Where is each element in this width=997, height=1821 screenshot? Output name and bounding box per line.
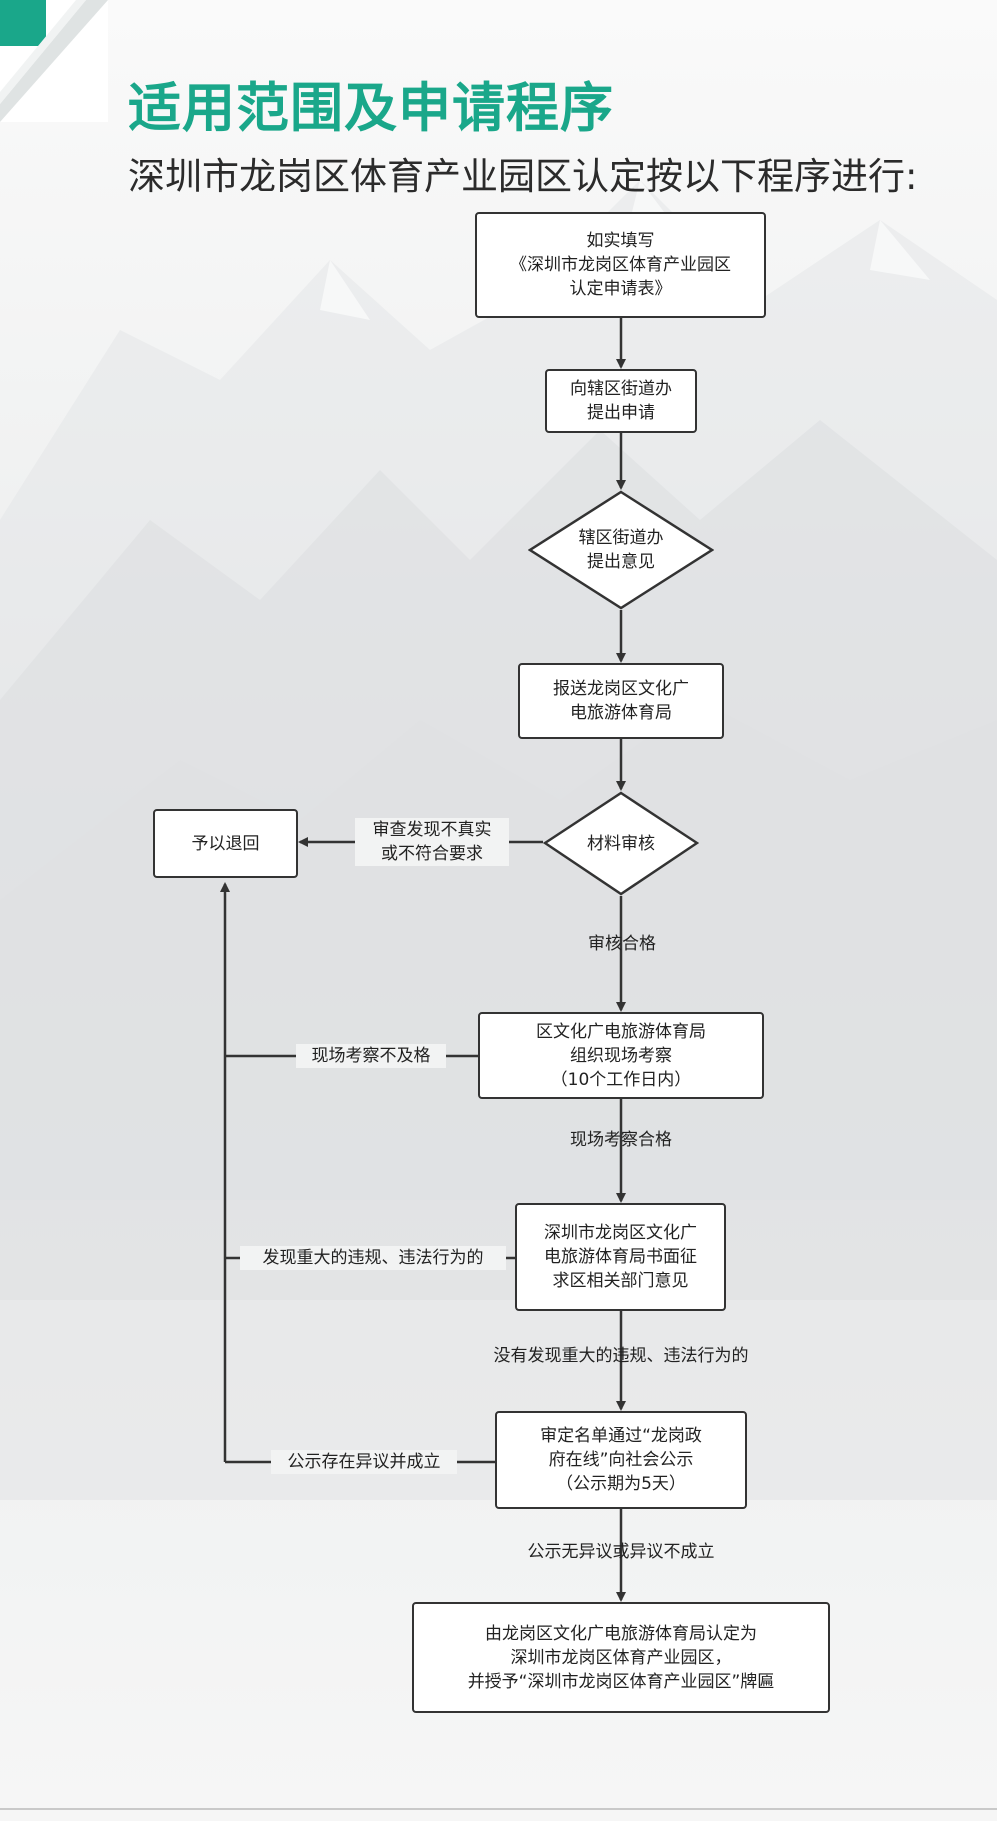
edge-label-no-objection: 公示无异议或异议不成立 — [527, 1542, 715, 1562]
corner-accent-square — [0, 0, 46, 46]
edge-label-violation-found: 发现重大的违规、违法行为的 — [240, 1246, 506, 1270]
flow-step-return: 予以退回 — [153, 809, 298, 878]
edge-label-review-passed: 审核合格 — [588, 934, 656, 954]
flow-decision-street-office — [528, 490, 714, 610]
corner-wedge-decoration — [0, 0, 108, 122]
flow-step-fill-application: 如实填写 《深圳市龙岗区体育产业园区 认定申请表》 — [475, 212, 766, 318]
bottom-divider — [0, 1808, 997, 1810]
flow-decision-street-office-label: 辖区街道办 提出意见 — [578, 528, 664, 572]
edge-label-objection-upheld: 公示存在异议并成立 — [271, 1450, 457, 1474]
flow-decision-material-review — [543, 791, 699, 896]
flow-step-report-to-bureau: 报送龙岗区文化广 电旅游体育局 — [518, 663, 724, 739]
flow-step-public-notice: 审定名单通过“龙岗政 府在线”向社会公示 （公示期为5天） — [495, 1411, 747, 1509]
flow-decision-material-review-label: 材料审核 — [587, 833, 655, 854]
edge-label-inspection-failed: 现场考察不及格 — [296, 1044, 446, 1068]
edge-label-inspection-passed: 现场考察合格 — [570, 1130, 672, 1150]
flow-step-site-inspection: 区文化广电旅游体育局 组织现场考察 （10个工作日内） — [478, 1012, 764, 1099]
flow-step-final-certification: 由龙岗区文化广电旅游体育局认定为 深圳市龙岗区体育产业园区， 并授予“深圳市龙岗… — [412, 1602, 830, 1713]
flow-step-solicit-opinions: 深圳市龙岗区文化广 电旅游体育局书面征 求区相关部门意见 — [515, 1203, 726, 1311]
page-subtitle: 深圳市龙岗区体育产业园区认定按以下程序进行: — [128, 155, 918, 198]
edge-label-reject-reason: 审查发现不真实 或不符合要求 — [355, 818, 509, 866]
flow-step-submit-to-street-office: 向辖区街道办 提出申请 — [545, 369, 697, 433]
page-title: 适用范围及申请程序 — [128, 78, 614, 139]
edge-label-no-violation: 没有发现重大的违规、违法行为的 — [493, 1346, 749, 1366]
